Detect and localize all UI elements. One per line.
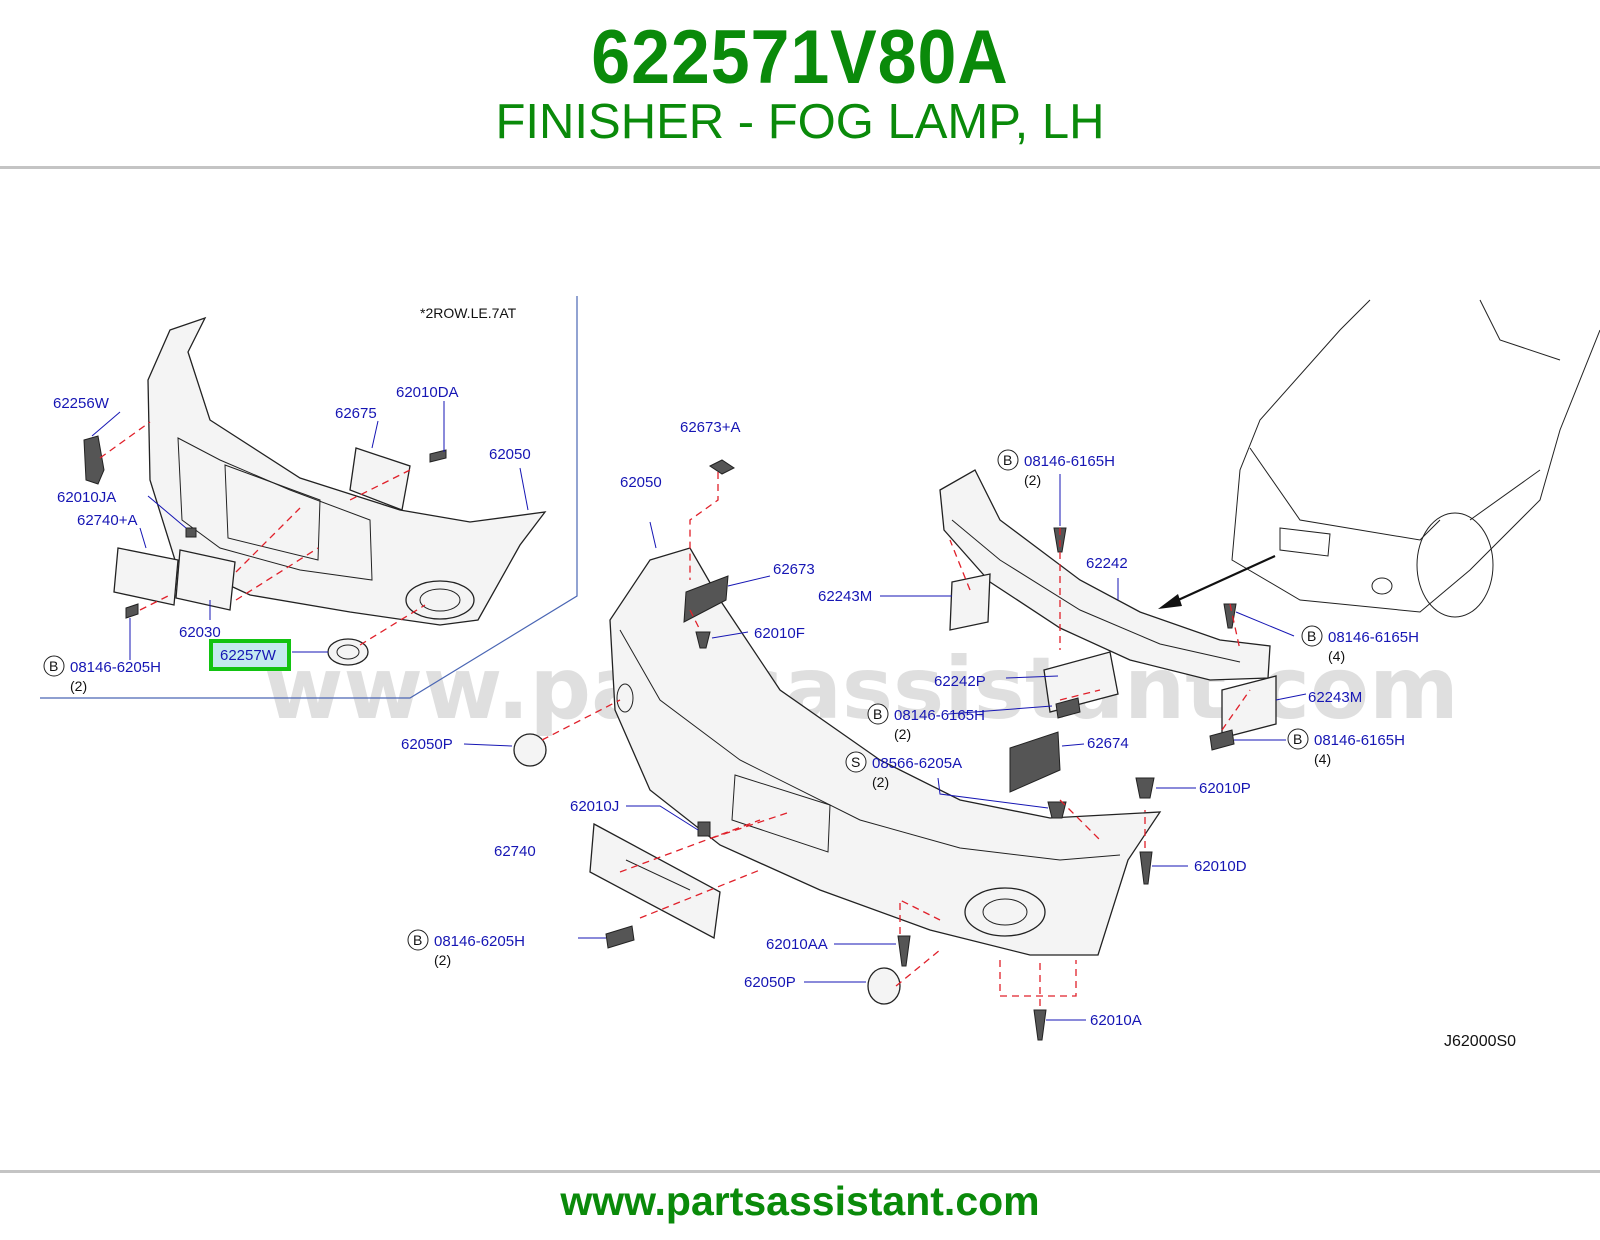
label-62010A[interactable]: 62010A [1090, 1012, 1142, 1029]
label-bolt-lower-right[interactable]: 08146-6165H [1314, 732, 1405, 749]
label-62010F[interactable]: 62010F [754, 625, 805, 642]
svg-text:B: B [49, 658, 58, 674]
part-62257W [327, 638, 369, 666]
main-bumper-fascia [609, 547, 1162, 956]
label-62674[interactable]: 62674 [1087, 735, 1129, 752]
header-divider [0, 166, 1600, 169]
part-name-subtitle: FINISHER - FOG LAMP, LH [495, 95, 1105, 149]
label-62242P[interactable]: 62242P [934, 673, 986, 690]
screw-62010AA [897, 935, 911, 967]
part-62030 [175, 549, 236, 611]
label-62050-inset[interactable]: 62050 [489, 446, 531, 463]
label-62243M-right[interactable]: 62243M [1308, 689, 1362, 706]
b-marker [1287, 728, 1309, 750]
label-62010DA[interactable]: 62010DA [396, 384, 459, 401]
highlight-box [209, 639, 291, 671]
label-62673A[interactable]: 62673+A [680, 419, 740, 436]
qty-bolt-inset: (2) [70, 678, 87, 694]
svg-text:B: B [1293, 731, 1302, 747]
arrow-head [1158, 594, 1182, 609]
b-marker [1301, 625, 1323, 647]
part-number-title: 622571V80A [591, 15, 1009, 100]
part-62243M-left [949, 573, 991, 631]
b-marker [407, 929, 429, 951]
part-62673 [683, 575, 729, 623]
vehicle-sketch [1231, 299, 1600, 618]
part-62740 [589, 822, 721, 940]
svg-text:B: B [1307, 628, 1316, 644]
part-62050P-lower [867, 967, 901, 1005]
inset-frame [40, 296, 578, 699]
qty-bolt-right: (4) [1328, 648, 1345, 664]
svg-text:B: B [1003, 452, 1012, 468]
diagram-code: J62000S0 [1444, 1033, 1516, 1050]
qty-bolt-top: (2) [1024, 472, 1041, 488]
label-62030[interactable]: 62030 [179, 624, 221, 641]
label-bolt-mid[interactable]: 08146-6165H [894, 707, 985, 724]
part-62242P [1043, 651, 1119, 713]
screw-08566 [1047, 801, 1067, 819]
qty-screw-s: (2) [872, 774, 889, 790]
part-62740A [113, 547, 179, 606]
part-62243M-right [1221, 675, 1277, 739]
label-62010JA[interactable]: 62010JA [57, 489, 116, 506]
qty-bolt-plate: (2) [434, 952, 451, 968]
label-62256W[interactable]: 62256W [53, 395, 110, 412]
footer-url[interactable]: www.partsassistant.com [560, 1178, 1040, 1224]
svg-text:S: S [851, 754, 860, 770]
inset-bumper-fascia [147, 316, 547, 626]
svg-text:B: B [873, 706, 882, 722]
screw-62010D [1139, 851, 1153, 885]
reinforcement-beam [939, 469, 1271, 681]
footer-divider [0, 1170, 1600, 1173]
label-bolt-top[interactable]: 08146-6165H [1024, 453, 1115, 470]
clip-62010P [1135, 777, 1155, 799]
part-62050P-upper [513, 733, 547, 767]
label-62740[interactable]: 62740 [494, 843, 536, 860]
label-62673[interactable]: 62673 [773, 561, 815, 578]
label-62050-main[interactable]: 62050 [620, 474, 662, 491]
screw-62010A [1033, 1009, 1047, 1041]
label-bolt-inset[interactable]: 08146-6205H [70, 659, 161, 676]
label-62675[interactable]: 62675 [335, 405, 377, 422]
label-62010D[interactable]: 62010D [1194, 858, 1247, 875]
part-62674 [1009, 731, 1061, 793]
watermark: www.partsassistant.com [264, 639, 1459, 739]
part-62256W [83, 435, 105, 485]
label-62010AA[interactable]: 62010AA [766, 936, 828, 953]
label-bolt-plate[interactable]: 08146-6205H [434, 933, 525, 950]
part-62010J [697, 821, 711, 837]
variant-note: *2ROW.LE.7AT [420, 305, 517, 321]
qty-bolt-lower-right: (4) [1314, 751, 1331, 767]
qty-bolt-mid: (2) [894, 726, 911, 742]
b-marker [43, 655, 65, 677]
label-screw-s[interactable]: 08566-6205A [872, 755, 962, 772]
part-62673A [709, 459, 735, 475]
label-bolt-right[interactable]: 08146-6165H [1328, 629, 1419, 646]
label-62010J[interactable]: 62010J [570, 798, 619, 815]
b-marker [867, 703, 889, 725]
part-62010F [695, 631, 711, 649]
label-62243M-left[interactable]: 62243M [818, 588, 872, 605]
b-marker [997, 449, 1019, 471]
label-62242[interactable]: 62242 [1086, 555, 1128, 572]
label-62010P[interactable]: 62010P [1199, 780, 1251, 797]
svg-text:B: B [413, 932, 422, 948]
part-62675 [349, 447, 411, 511]
s-marker [845, 751, 867, 773]
label-62050P-lower[interactable]: 62050P [744, 974, 796, 991]
bolt-plate [605, 925, 635, 949]
location-arrow [1164, 554, 1276, 608]
label-62050P-upper[interactable]: 62050P [401, 736, 453, 753]
label-62740A[interactable]: 62740+A [77, 512, 137, 529]
label-62257W[interactable]: 62257W [220, 647, 277, 664]
